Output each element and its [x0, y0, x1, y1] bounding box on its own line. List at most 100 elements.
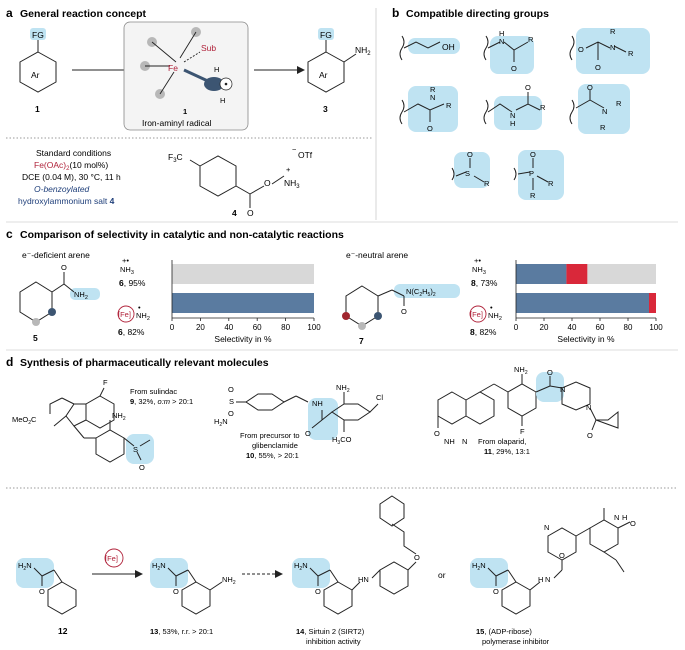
x-axis-label: Selectivity in % — [214, 334, 272, 344]
h-label-1: H — [214, 65, 219, 74]
fe-symbol-left: [Fe] — [118, 310, 131, 319]
catalyst-caption: Iron-aminyl radical — [142, 118, 212, 128]
olap-caption-2: 11, 29%, 13:1 — [484, 447, 530, 456]
or-label: or — [438, 570, 446, 580]
row1-left-label: 6, 95% — [119, 278, 146, 288]
radical-dot-left: • — [138, 303, 141, 312]
olap-caption-1: From olaparid, — [478, 437, 526, 446]
selectivity-bar-segment — [516, 293, 649, 313]
o-label: O — [511, 64, 517, 73]
x-tick-label: 40 — [568, 323, 577, 332]
standard-conditions: Standard conditions Fe(OAc)2(10 mol%) DC… — [18, 148, 121, 206]
x-tick-label: 100 — [307, 323, 321, 332]
conditions-line-5: hydroxylammonium salt 4 — [18, 196, 115, 206]
ar-label-product: Ar — [319, 70, 328, 80]
n-label-15c: N — [614, 513, 619, 522]
nh2-radical-left: NH2 — [136, 311, 150, 322]
fe-catalyst-arrow: [Fe] — [92, 548, 143, 578]
h2n-label-15: H2N — [472, 561, 486, 572]
o-label-12: O — [39, 587, 45, 596]
reagent-fe-aminyl-left: [Fe] • NH2 6, 82% — [117, 303, 150, 337]
panel-b: b Compatible directing groups OH N H O R… — [392, 6, 650, 200]
selectivity-bar-segment — [516, 264, 567, 284]
compound-4-label: 4 — [232, 208, 237, 218]
directing-group-sulfoxide: S O R — [451, 150, 490, 188]
compound-13-caption: 13, 53%, r.r. > 20:1 — [150, 627, 213, 636]
nh3-label: NH3 — [284, 178, 300, 190]
radical-cation-symbol-right: +• — [474, 256, 481, 265]
x-tick-label: 20 — [540, 323, 549, 332]
selectivity-bar-segment — [587, 264, 656, 284]
nh2-label-9: NH2 — [112, 411, 126, 422]
n-label-4: N — [430, 93, 435, 102]
och3-label: H3CO — [332, 435, 352, 446]
nh3-plus: + — [286, 165, 291, 174]
x-tick-label: 20 — [196, 323, 205, 332]
x-tick-label: 60 — [253, 323, 262, 332]
nh-label-10: NH — [312, 399, 323, 408]
o-label-11: O — [434, 429, 440, 438]
fe-symbol-right: [Fe] — [470, 310, 483, 319]
nh2-radical-right: NH2 — [488, 311, 502, 322]
compound-11-structure: O NH N NH2 F O N N O — [434, 365, 619, 446]
panel-d-letter: d — [6, 355, 13, 369]
o-label-11c: O — [587, 431, 593, 440]
o-label-c7: O — [401, 307, 407, 316]
compound-14-caption-2: inhibition activity — [306, 637, 361, 646]
h2n-label-14: H2N — [294, 561, 308, 572]
directing-group-carbamate: O O N R R — [569, 27, 650, 74]
x-tick-label: 80 — [624, 323, 633, 332]
panel-c-title: Comparison of selectivity in catalytic a… — [20, 229, 344, 241]
sulindac-caption-2: 9, 32%, o:m > 20:1 — [130, 397, 193, 406]
n-label-11c: N — [586, 403, 591, 412]
compound-5-label: 5 — [33, 333, 38, 343]
oh-label: OH — [442, 42, 455, 52]
o-label-11b: O — [547, 368, 553, 377]
nh2-c5: NH2 — [74, 290, 88, 301]
deficient-arene-label: e⁻-deficient arene — [22, 250, 90, 260]
radical-dot-right: • — [490, 303, 493, 312]
directing-group-ketone-amide: O N R R — [399, 85, 458, 133]
r-label-4: R — [430, 85, 436, 94]
nh3-right: NH3 — [472, 265, 486, 276]
x-tick-label: 60 — [596, 323, 605, 332]
otf-label: OTf — [298, 150, 313, 160]
conditions-line-4: O-benzoylated — [34, 184, 90, 194]
x-tick-label: 0 — [514, 323, 519, 332]
n-label-11: N — [462, 437, 467, 446]
p-label: P — [529, 169, 534, 178]
directing-group-aryl-amide: O N R R — [569, 83, 630, 134]
panel-c: c Comparison of selectivity in catalytic… — [6, 227, 663, 346]
f-label-9: F — [103, 378, 108, 387]
row2-right-label: 8, 82% — [470, 327, 497, 337]
x-tick-label: 80 — [281, 323, 290, 332]
s-label: S — [465, 169, 470, 178]
compound-9-structure: F MeO2C NH2 S O — [12, 378, 154, 472]
n-label-11b: N — [560, 385, 565, 394]
r-label-8: R — [600, 123, 606, 132]
directing-group-amide: N H O R — [483, 29, 534, 74]
compound-15-caption-2: polymerase inhibitor — [482, 637, 550, 646]
ar-label: Ar — [31, 70, 40, 80]
o-label-c5: O — [61, 263, 67, 272]
otf-minus: − — [292, 145, 297, 154]
o-label-4: O — [427, 124, 433, 133]
sulindac-caption-1: From sulindac — [130, 387, 177, 396]
compound-1-label: 1 — [35, 104, 40, 114]
cl-label: Cl — [376, 393, 383, 402]
directing-group-methylene-amide: N H O R — [483, 83, 546, 130]
ester-o: O — [264, 178, 271, 188]
conditions-line-1: Standard conditions — [36, 148, 111, 158]
o-label-10: O — [305, 429, 311, 438]
amide-c7: N(C2H5)2 — [406, 287, 436, 298]
r-label-6: R — [540, 103, 546, 112]
panel-b-letter: b — [392, 6, 399, 20]
nh2-label-11: NH2 — [514, 365, 528, 376]
so2-o-label-2: O — [228, 409, 234, 418]
selectivity-bar-segment — [172, 293, 314, 313]
glib-caption-3: 10, 55%, > 20:1 — [246, 451, 299, 460]
compound-15-caption-1: 15, (ADP-ribose) — [476, 627, 532, 636]
o-label-15b: O — [559, 551, 565, 560]
fg-label: FG — [32, 30, 44, 40]
